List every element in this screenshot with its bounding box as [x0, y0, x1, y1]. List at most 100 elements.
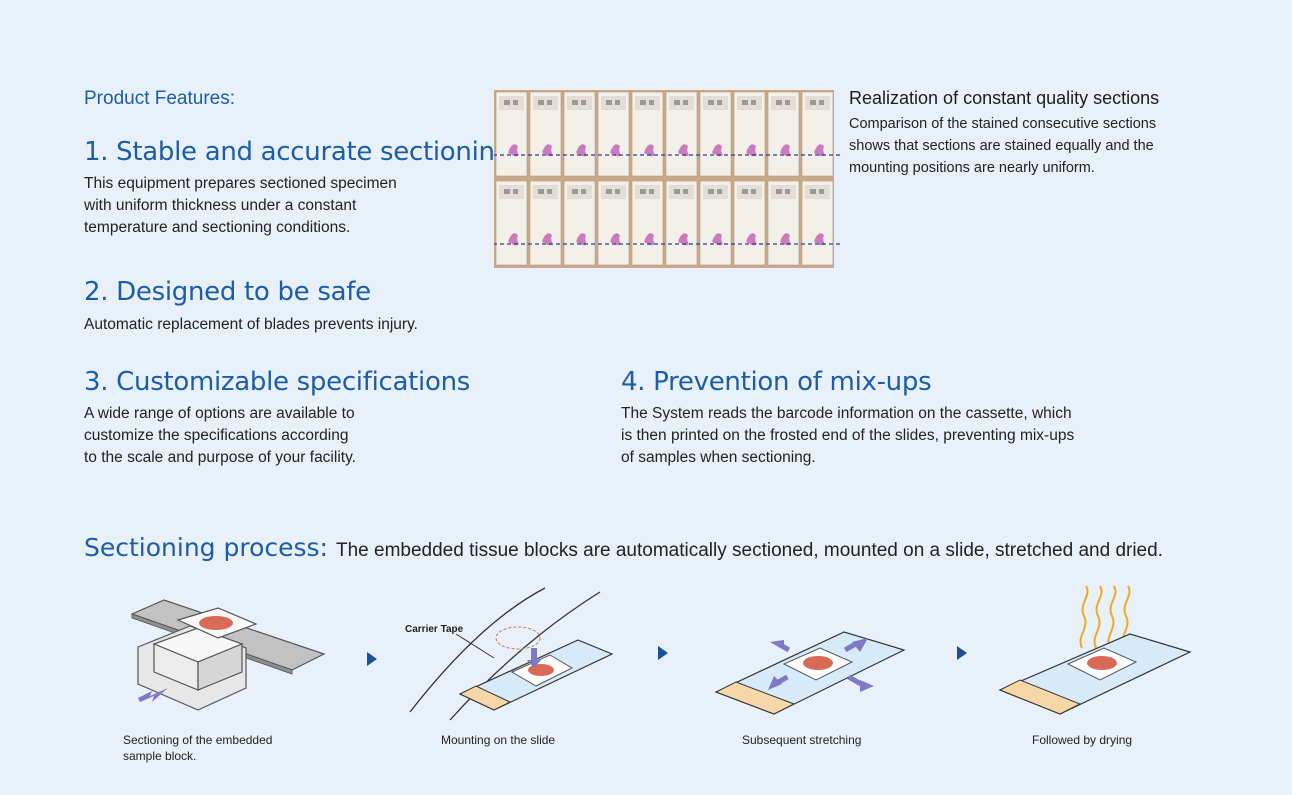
- feature-1-text: This equipment prepares sectioned specim…: [84, 173, 397, 239]
- glass-slide: [597, 180, 630, 266]
- feature-4-text: The System reads the barcode information…: [621, 403, 1074, 469]
- stained-section: [576, 144, 587, 157]
- feature-1-line: temperature and sectioning conditions.: [84, 219, 351, 236]
- step-3-label: Subsequent stretching: [742, 732, 861, 748]
- tissue-section: [1087, 656, 1117, 670]
- glass-slide: [767, 180, 800, 266]
- tissue-section: [803, 656, 833, 670]
- stretch-arrow-icon: [138, 688, 168, 702]
- glass-slide: [495, 91, 528, 177]
- chevron-right-icon: [957, 646, 967, 660]
- step-2-label: Mounting on the slide: [441, 732, 555, 748]
- process-heading: Sectioning process:: [84, 533, 328, 562]
- glass-slide: [733, 91, 766, 177]
- glass-slide: [665, 91, 698, 177]
- step-1-label-line: Sectioning of the embedded: [123, 733, 273, 747]
- glass-slide: [597, 91, 630, 177]
- step-4-illustration: [998, 585, 1192, 715]
- step-1-label: Sectioning of the embedded sample block.: [123, 732, 272, 764]
- stained-sections-photo: [494, 90, 842, 268]
- process-description: The embedded tissue blocks are automatic…: [335, 540, 1163, 561]
- chevron-right-icon: [367, 652, 377, 666]
- feature-2-line: Automatic replacement of blades prevents…: [84, 316, 418, 333]
- quality-line: shows that sections are stained equally …: [849, 138, 1154, 154]
- slides-grid: [495, 91, 834, 266]
- feature-3-line: A wide range of options are available to: [84, 405, 355, 422]
- glass-slide: [767, 91, 800, 177]
- stained-section: [746, 144, 757, 157]
- stained-section: [542, 144, 553, 157]
- glass-slide: [801, 91, 834, 177]
- glass-slide: [665, 180, 698, 266]
- step-2-illustration: [409, 587, 614, 721]
- glass-slide: [733, 180, 766, 266]
- feature-3-title: 3. Customizable specifications: [84, 367, 470, 397]
- feature-3-line: customize the specifications according: [84, 427, 349, 444]
- stained-section: [576, 233, 587, 246]
- step-2-label-line: Mounting on the slide: [441, 733, 556, 747]
- stained-section: [746, 233, 757, 246]
- frosted-end: [458, 685, 512, 711]
- glass-slide: [529, 180, 562, 266]
- tape-label-leader: [455, 633, 495, 659]
- stained-section: [712, 233, 723, 246]
- press-arrow-shaft: [531, 648, 537, 662]
- feature-1-line: with uniform thickness under a constant: [84, 197, 357, 214]
- feature-1-line: This equipment prepares sectioned specim…: [84, 175, 397, 192]
- chevron-right-icon: [658, 646, 668, 660]
- feature-2-title: 2. Designed to be safe: [84, 277, 371, 307]
- stained-section: [644, 144, 655, 157]
- frosted-end: [714, 681, 796, 715]
- stained-section: [610, 233, 621, 246]
- stained-section: [814, 233, 825, 246]
- feature-1-title: 1. Stable and accurate sectioning: [84, 137, 511, 167]
- glass-slide: [699, 180, 732, 266]
- transfer-outline: [495, 626, 541, 650]
- product-features-label: Product Features:: [84, 88, 236, 109]
- glass-slide: [631, 180, 664, 266]
- stained-section: [712, 144, 723, 157]
- glass-slide: [801, 180, 834, 266]
- feature-3-line: to the scale and purpose of your facilit…: [84, 449, 356, 466]
- quality-line: mounting positions are nearly uniform.: [849, 160, 1095, 176]
- stretch-arrow-icon: [768, 638, 874, 692]
- carrier-tape-left-edge: [409, 587, 546, 713]
- stained-section: [644, 233, 655, 246]
- mounted-tissue: [528, 664, 554, 676]
- feature-3-text: A wide range of options are available to…: [84, 403, 356, 469]
- glass-slide: [563, 91, 596, 177]
- stained-section: [508, 233, 519, 246]
- glass-slide: [699, 91, 732, 177]
- frosted-end: [998, 679, 1082, 715]
- stained-section: [508, 144, 519, 157]
- process-heading-row: Sectioning process: The embedded tissue b…: [84, 533, 1163, 562]
- glass-slide: [563, 180, 596, 266]
- feature-2-text: Automatic replacement of blades prevents…: [84, 314, 418, 336]
- stained-section: [542, 233, 553, 246]
- glass-slide: [631, 91, 664, 177]
- glass-slide: [495, 180, 528, 266]
- feature-4-title: 4. Prevention of mix-ups: [621, 367, 932, 397]
- stained-section: [610, 144, 621, 157]
- feature-4-line: is then printed on the frosted end of th…: [621, 427, 1075, 444]
- quality-title: Realization of constant quality sections: [849, 88, 1160, 108]
- stained-section: [678, 233, 689, 246]
- block-right: [197, 643, 243, 691]
- feature-4-line: of samples when sectioning.: [621, 449, 816, 466]
- step-4-label: Followed by drying: [1032, 732, 1132, 748]
- step-1-label-line: sample block.: [123, 749, 197, 763]
- feature-4-line: The System reads the barcode information…: [621, 405, 1072, 422]
- step-3-illustration: [714, 631, 906, 715]
- step-3-label-line: Subsequent stretching: [742, 733, 862, 747]
- press-arrow-icon: [527, 660, 541, 668]
- glass-slide: [529, 91, 562, 177]
- quality-line: Comparison of the stained consecutive se…: [849, 116, 1157, 132]
- quality-text: Comparison of the stained consecutive se…: [849, 113, 1156, 179]
- stained-section: [780, 233, 791, 246]
- tissue-section: [199, 616, 233, 630]
- stained-section: [814, 144, 825, 157]
- step-1-illustration: [130, 599, 326, 711]
- step-4-label-line: Followed by drying: [1032, 733, 1133, 747]
- carrier-tape-label: Carrier Tape: [405, 624, 464, 635]
